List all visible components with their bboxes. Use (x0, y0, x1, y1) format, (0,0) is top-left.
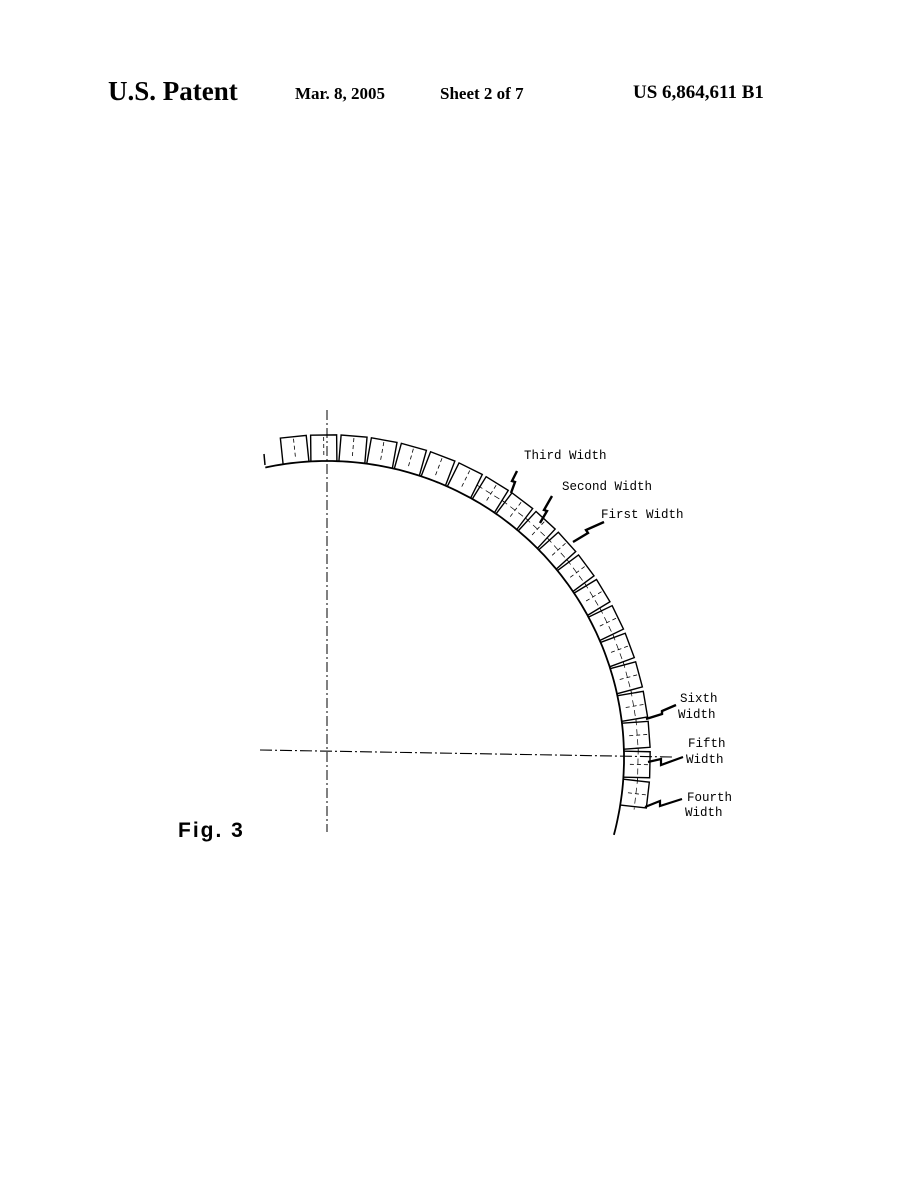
figure-label: Fig. 3 (178, 819, 245, 842)
label-fourth-width-line2: Width (685, 806, 723, 820)
segment-block (557, 553, 596, 592)
segment-block (495, 491, 534, 530)
segment-block-outline (446, 461, 484, 499)
leader-sixth-width (645, 703, 677, 721)
segment-block (338, 434, 368, 464)
horizontal-center-line (259, 749, 673, 758)
patent-header-sheet: Sheet 2 of 7 (440, 84, 524, 103)
leader-fifth-width (647, 755, 684, 767)
segment-block-outline (573, 578, 611, 616)
segment-block-outline (623, 750, 651, 779)
segment-block (517, 510, 557, 549)
label-second-width: Second Width (562, 480, 652, 494)
segment-block-centerline (627, 734, 648, 737)
segment-block-outline (620, 778, 651, 809)
segment-block (620, 777, 651, 810)
label-sixth-width-line1: Sixth (680, 692, 718, 706)
segment-block (420, 450, 456, 486)
segment-block-outline (495, 491, 534, 530)
segment-block-centerline (625, 792, 646, 796)
leader-first-width (572, 520, 605, 544)
patent-header-number: US 6,864,611 B1 (633, 82, 764, 103)
segment-block-centerline (568, 566, 585, 579)
segment-block-tick (630, 690, 637, 722)
segment-block-outline (309, 434, 338, 462)
segment-block-outline (557, 553, 596, 592)
segment-blocks (279, 434, 651, 810)
segment-block-centerline (550, 542, 566, 557)
segment-block-outline (622, 720, 651, 750)
segment-block-outline (588, 604, 625, 642)
segment-block-tick (525, 518, 550, 541)
segment-block-outline (617, 690, 649, 723)
segment-block-tick (547, 537, 570, 563)
segment-block (610, 660, 644, 695)
segment-block (393, 442, 428, 476)
segment-block-centerline (407, 448, 414, 469)
segment-block-centerline (379, 442, 385, 462)
label-fifth-width-line1: Fifth (688, 737, 726, 751)
segment-block-outline (393, 442, 428, 476)
segment-block-tick (477, 484, 505, 503)
segment-block-outline (420, 450, 456, 486)
segment-block-centerline (597, 617, 617, 628)
segment-block-outline (471, 475, 510, 513)
label-first-width: First Width (601, 508, 684, 522)
leader-third-width (509, 470, 519, 494)
segment-block (617, 690, 649, 723)
segment-block-outline (338, 434, 368, 464)
label-sixth-width-line2: Width (678, 708, 716, 722)
segment-block (623, 748, 651, 781)
segment-block-centerline (460, 470, 471, 489)
segment-block (471, 475, 510, 513)
segment-block (309, 434, 338, 462)
segment-block-centerline (293, 438, 296, 459)
segment-block-tick (584, 582, 602, 611)
segment-block-outline (538, 531, 577, 570)
segment-block (446, 461, 484, 499)
leader-fourth-width (644, 797, 683, 809)
segment-block-tick (502, 500, 529, 521)
patent-header-date: Mar. 8, 2005 (295, 84, 386, 103)
segment-block-outline (600, 632, 636, 668)
segment-block (279, 434, 310, 465)
inner-arc (265, 460, 625, 836)
segment-block-outline (366, 436, 398, 469)
segment-block (538, 531, 577, 570)
segment-block (573, 578, 611, 616)
segment-block-outline (517, 510, 557, 549)
segment-block-outline (610, 660, 644, 695)
label-fourth-width-line1: Fourth (687, 791, 732, 805)
segment-block-outline (279, 434, 310, 465)
label-fifth-width-line2: Width (686, 753, 724, 767)
segment-block-centerline (609, 645, 629, 654)
leader-second-width (538, 495, 554, 524)
segment-block-centerline (617, 674, 638, 681)
segment-block-tick (622, 661, 632, 694)
segment-block-tick (566, 559, 587, 586)
segment-block-centerline (351, 438, 355, 459)
segment-block-tick (599, 608, 615, 638)
arc-end-tick (263, 453, 266, 466)
segment-block (366, 436, 398, 469)
segment-block-centerline (434, 458, 443, 478)
patent-header-title: U.S. Patent (108, 76, 238, 106)
label-third-width: Third Width (524, 449, 607, 463)
segment-block (588, 604, 625, 642)
segment-block (600, 632, 636, 668)
segment-block (622, 719, 651, 752)
